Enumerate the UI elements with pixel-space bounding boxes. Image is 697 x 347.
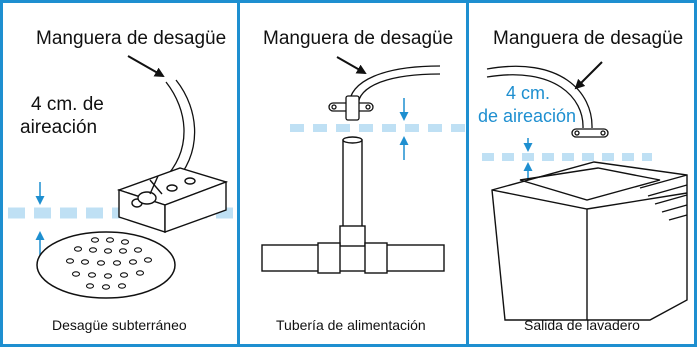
laundry-sink [491,161,688,321]
panel-3-aeration-note-line1: 4 cm. [506,83,551,103]
panel-1-drawing [8,55,236,299]
panel-1-aeration-note-line2: aireación [20,117,98,138]
hose-pointer-arrow-1 [127,55,165,77]
standpipe [261,136,445,274]
drain-block [116,167,229,233]
drain-hose-1 [162,81,185,181]
panel-divider-2 [466,0,469,347]
panel-1-title: Manguera de desagüe [36,28,227,49]
panel-2-caption: Tubería de alimentación [276,317,426,333]
hose-clamp-3 [571,128,609,138]
panel-1-caption: Desagüe subterráneo [52,317,187,333]
drain-grate [36,231,176,299]
panel-3-title: Manguera de desagüe [493,28,684,49]
hose-pointer-arrow-3 [574,61,603,90]
panel-3-drawing [482,61,688,321]
hose-clamp-2 [328,95,374,121]
panel-1-aeration-note-line1: 4 cm. de [31,94,104,115]
panel-3-caption: Salida de lavadero [524,317,640,333]
panel-3-aeration-note-line2: de aireación [478,106,577,126]
panel-divider-1 [237,0,240,347]
hose-pointer-arrow-2 [336,56,367,74]
panel-2-title: Manguera de desagüe [263,28,454,49]
drain-hose-3 [486,65,593,129]
panel-2-drawing [261,56,465,274]
